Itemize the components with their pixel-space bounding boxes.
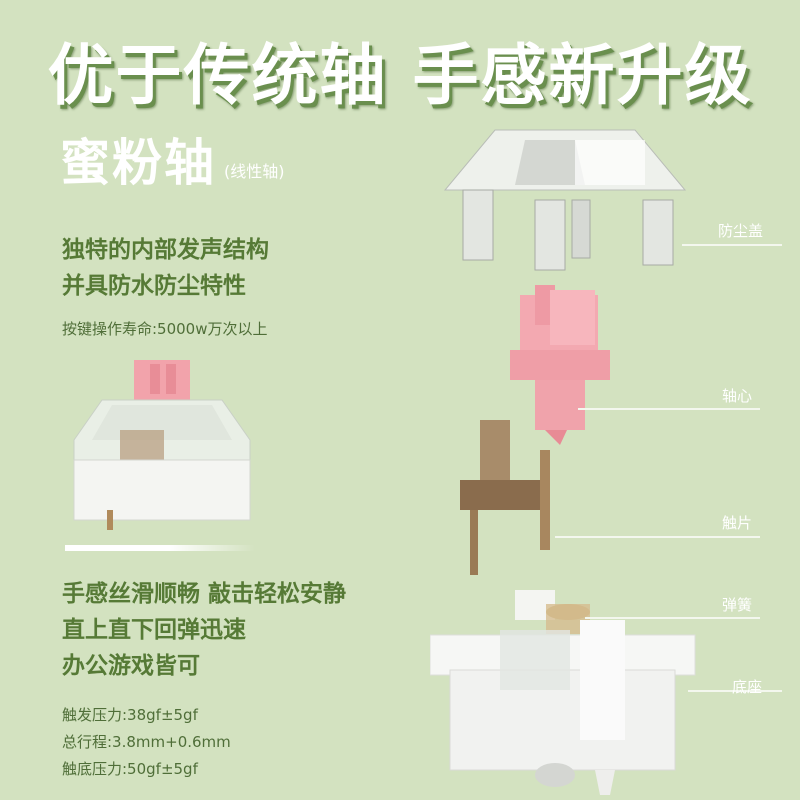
leader-line: [585, 617, 760, 619]
product-name: 蜜粉轴: [60, 134, 216, 192]
spec-list: 触发压力:38gf±5gf 总行程:3.8mm+0.6mm 触底压力:50gf±…: [62, 702, 231, 783]
spec-bottom-force: 触底压力:50gf±5gf: [62, 760, 198, 778]
part-label-dust-cover: 防尘盖: [718, 222, 764, 240]
part-label-base: 底座: [732, 678, 763, 696]
assembled-switch-image: [73, 360, 251, 530]
features-top: 独特的内部发声结构 并具防水防尘特性: [62, 232, 269, 304]
spec-total-travel: 总行程:3.8mm+0.6mm: [62, 733, 231, 751]
feature-line: 并具防水防尘特性: [62, 273, 246, 299]
product-type: (线性轴): [224, 162, 285, 181]
lifespan-text: 按键操作寿命:5000w万次以上: [62, 320, 268, 338]
feature-line: 直上直下回弹迅速: [62, 617, 246, 643]
stem-image: [510, 285, 610, 445]
page-headline: 优于传统轴 手感新升级: [47, 37, 753, 114]
dust-cover-image: [443, 129, 687, 271]
feature-line: 手感丝滑顺畅 敲击轻松安静: [62, 581, 347, 607]
spec-actuation-force: 触发压力:38gf±5gf: [62, 706, 198, 724]
product-title-row: 蜜粉轴 (线性轴): [60, 138, 285, 188]
contact-leaf-image: [460, 420, 550, 575]
housing-base-image: [430, 590, 696, 795]
feature-line: 独特的内部发声结构: [62, 237, 269, 263]
leader-line: [688, 690, 782, 692]
leader-line: [682, 244, 782, 246]
feature-line: 办公游戏皆可: [62, 653, 200, 679]
features-bottom: 手感丝滑顺畅 敲击轻松安静 直上直下回弹迅速 办公游戏皆可: [62, 576, 346, 684]
leader-line: [555, 536, 760, 538]
section-divider: [65, 545, 255, 551]
part-label-spring: 弹簧: [722, 596, 753, 614]
part-label-contact: 触片: [722, 514, 753, 532]
leader-line: [578, 408, 760, 410]
part-label-stem: 轴心: [722, 387, 753, 405]
